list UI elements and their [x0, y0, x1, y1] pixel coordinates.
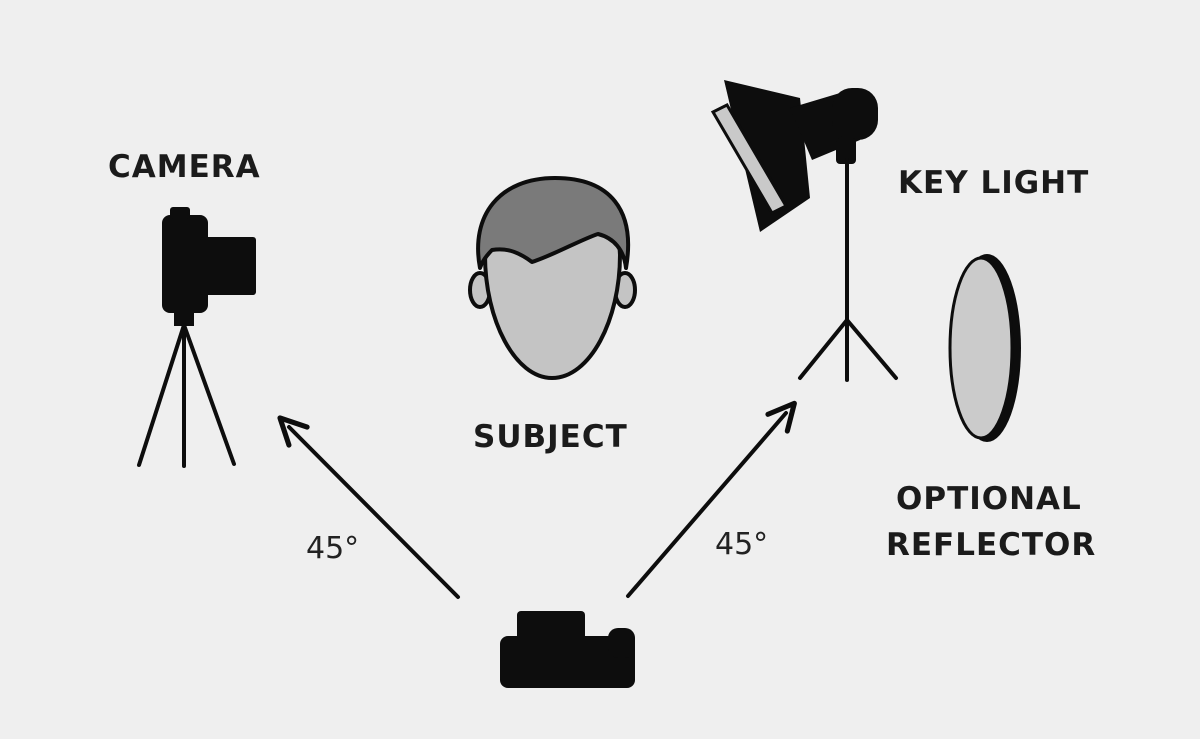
right-45-arrow	[626, 400, 797, 598]
reflector-label-line2: REFLECTOR	[886, 527, 1097, 563]
camera-icon	[162, 207, 256, 313]
key-light-label: KEY LIGHT	[898, 165, 1090, 201]
camera-label: CAMERA	[108, 149, 261, 185]
left-45-arrow	[277, 415, 460, 599]
left-angle-label: 45°	[306, 531, 360, 566]
camera-bottom-icon	[500, 611, 635, 688]
reflector-label-line1: OPTIONAL	[896, 481, 1082, 517]
reflector-icon	[948, 254, 1021, 442]
subject-label: SUBJECT	[473, 419, 628, 455]
head-icon	[468, 176, 637, 380]
softbox-light-icon	[710, 80, 878, 232]
light-stand-icon	[798, 158, 898, 382]
tripod-icon	[137, 312, 236, 468]
right-angle-label: 45°	[715, 527, 769, 562]
